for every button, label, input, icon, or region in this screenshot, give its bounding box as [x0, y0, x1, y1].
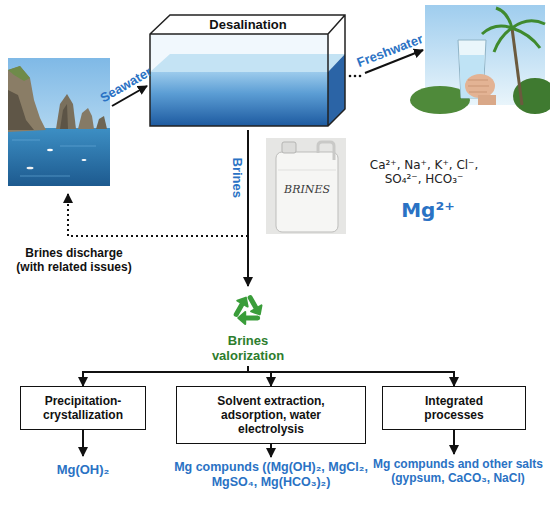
freshwater-photo	[468, 80, 489, 92]
seawater-photo	[8, 128, 110, 186]
product-label: Mg compunds ((Mg(OH)₂, MgCl₂, MgSO₄, Mg(…	[166, 460, 376, 490]
seawater-photo	[47, 149, 53, 151]
product-label: Mg(OH)₂	[38, 462, 128, 478]
flow-connector	[248, 366, 271, 386]
process-box: Solvent extraction, adsorption, water el…	[176, 386, 366, 444]
flow-arrow	[359, 75, 362, 78]
process-box: Integrated processes	[382, 386, 526, 430]
recycle-symbol	[231, 296, 262, 328]
process-text: Precipitation-crystallization	[31, 394, 135, 422]
water-surface	[150, 54, 345, 72]
seawater-photo	[78, 108, 94, 129]
discharge-arrow	[68, 194, 248, 236]
seawater-photo	[8, 66, 46, 132]
seawater-photo	[96, 116, 107, 129]
discharge-arrow	[68, 194, 248, 236]
process-text: Solvent extraction, adsorption, water el…	[187, 394, 355, 436]
seawater-photo	[8, 58, 110, 186]
seawater-photo	[12, 140, 96, 176]
water-body	[150, 72, 328, 126]
recycle-arrow	[250, 298, 261, 315]
freshwater-photo	[512, 28, 522, 105]
recycle-arrow	[251, 305, 261, 314]
seawater-photo	[82, 159, 87, 161]
freshwater-photo	[410, 5, 550, 114]
seawater-photo	[27, 167, 34, 170]
brines-jar-photo	[278, 170, 336, 171]
freshwater-photo	[478, 95, 496, 105]
brines-jar-photo	[282, 142, 296, 153]
freshwater-photo	[482, 8, 545, 52]
brines-jar-photo	[266, 138, 346, 234]
flow-connector	[83, 366, 248, 386]
recycle-arrow	[231, 296, 251, 314]
ion-list: Ca²⁺, Na⁺, K⁺, Cl⁻, SO₄²⁻, HCO₃⁻	[350, 158, 498, 187]
ion-label: Mg²⁺	[396, 198, 460, 222]
tank-title: Desalination	[158, 17, 338, 32]
seawater-photo	[56, 94, 76, 129]
flow-connector	[248, 366, 454, 386]
seawater-photo	[60, 104, 68, 129]
discharge-note: Brines discharge (with related issues)	[12, 246, 136, 275]
water-side	[328, 54, 345, 126]
product-arrow	[82, 430, 84, 456]
desalination-tank: Desalination	[148, 12, 348, 130]
recycle-arrow	[250, 298, 257, 309]
tank-edges	[150, 15, 345, 126]
recycle-symbol	[226, 286, 270, 330]
brines-jar-photo	[266, 138, 346, 234]
flow-connector	[247, 130, 249, 286]
freshwater-photo	[465, 74, 495, 98]
brines-jar-photo	[276, 152, 338, 232]
process-box: Precipitation-crystallization	[20, 386, 146, 430]
flow-label: Freshwater	[353, 30, 428, 71]
flow-arrow	[349, 75, 352, 78]
connector-label: Brines	[229, 158, 245, 198]
jar-label: BRINES	[280, 183, 334, 196]
recycle-arrow	[237, 310, 257, 328]
recycle-arrow	[245, 312, 258, 323]
product-arrow	[270, 444, 272, 457]
recycle-arrow	[237, 296, 250, 310]
seawater-photo	[8, 90, 34, 130]
seawater-photo	[8, 58, 110, 186]
brines-jar-photo	[318, 142, 334, 160]
process-text: Integrated processes	[403, 394, 505, 422]
flow-arrow	[354, 75, 357, 78]
product-arrow	[453, 430, 455, 454]
product-label: Mg compunds and other salts (gypsum, CaC…	[372, 457, 544, 486]
seawater-photo	[8, 66, 30, 81]
valorization-title: Brines valorization	[198, 333, 298, 363]
valorization-node: Brines valorization	[186, 286, 310, 366]
